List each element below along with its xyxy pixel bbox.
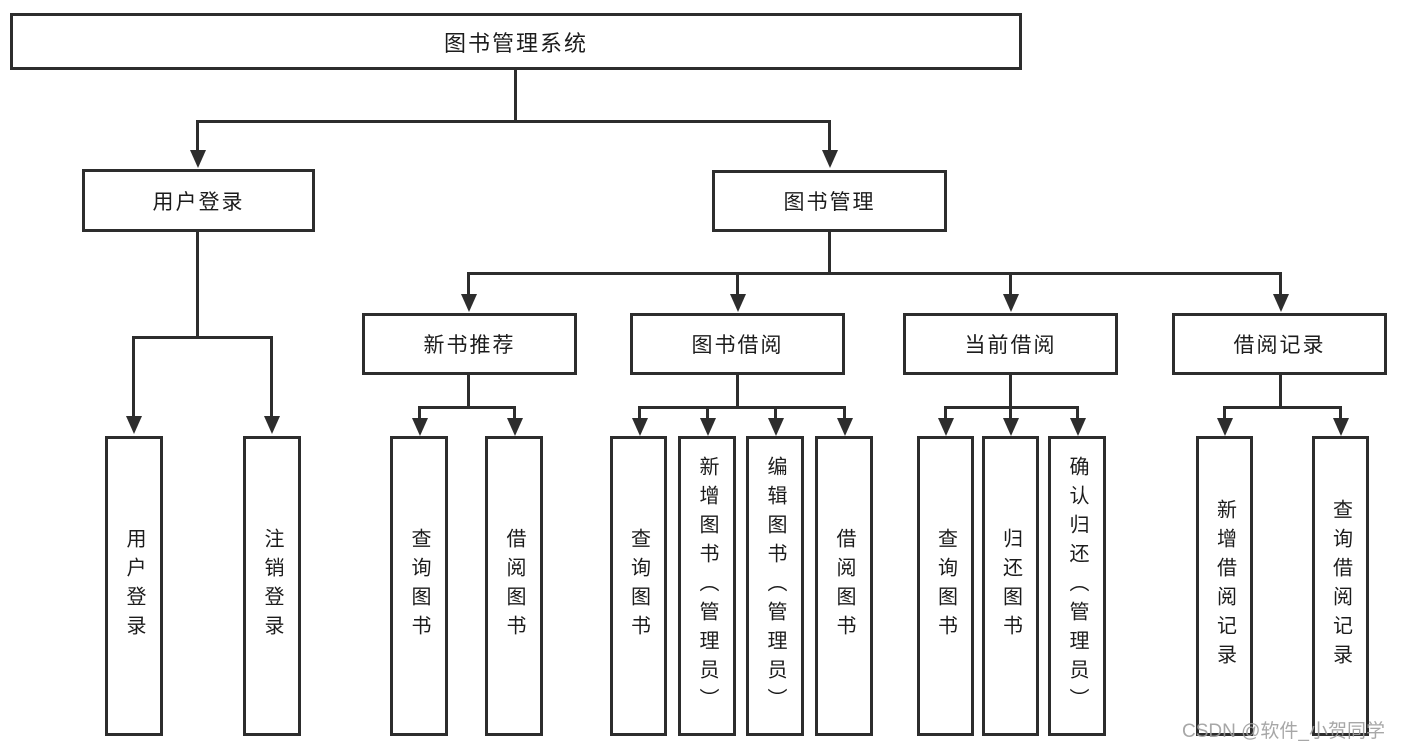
arrow-down-icon bbox=[632, 418, 648, 436]
connector-stem-leaf bbox=[774, 406, 777, 420]
node-user-login: 用户登录 bbox=[82, 169, 315, 232]
arrow-down-icon bbox=[126, 416, 142, 434]
leaf-borrow-books-recommend-label: 借阅图书 bbox=[503, 528, 525, 644]
connector-stem-book-management bbox=[828, 120, 831, 152]
connector-book-borrow-hbar bbox=[638, 406, 844, 409]
connector-stem-leaf bbox=[706, 406, 709, 420]
node-library-system: 图书管理系统 bbox=[10, 13, 1022, 70]
leaf-query-books-recommend: 查询图书 bbox=[390, 436, 448, 736]
leaf-return-books-label: 归还图书 bbox=[999, 528, 1022, 644]
connector-new-book-hbar bbox=[418, 406, 515, 409]
leaf-query-borrow-record: 查询借阅记录 bbox=[1312, 436, 1369, 736]
node-book-management-label: 图书管理 bbox=[783, 191, 876, 214]
leaf-confirm-return-admin: 确认归还（管理员） bbox=[1048, 436, 1106, 736]
leaf-query-borrow-record-label: 查询借阅记录 bbox=[1329, 499, 1352, 673]
connector-stem-borrow-record bbox=[1279, 272, 1282, 296]
connector-stem-leaf bbox=[1076, 406, 1079, 420]
arrow-down-icon bbox=[1003, 418, 1019, 436]
connector-stem-leaf bbox=[132, 336, 135, 416]
connector-book-management-hbar bbox=[467, 272, 1280, 275]
connector-stem-leaf bbox=[843, 406, 846, 420]
leaf-query-books-recommend-label: 查询图书 bbox=[408, 528, 430, 644]
connector-stem-leaf bbox=[944, 406, 947, 420]
arrow-down-icon bbox=[700, 418, 716, 436]
connector-stem-user-login bbox=[196, 120, 199, 152]
arrow-down-icon bbox=[837, 418, 853, 436]
node-book-borrow-label: 图书借阅 bbox=[691, 334, 784, 357]
connector-root-trunk bbox=[514, 70, 517, 120]
connector-borrow-record-hbar bbox=[1224, 406, 1341, 409]
connector-new-book-trunk bbox=[467, 375, 470, 406]
arrow-down-icon bbox=[264, 416, 280, 434]
leaf-add-books-admin: 新增图书（管理员） bbox=[678, 436, 736, 736]
node-borrow-record: 借阅记录 bbox=[1172, 313, 1387, 375]
connector-stem-leaf bbox=[1339, 406, 1342, 420]
leaf-query-books-current-label: 查询图书 bbox=[934, 528, 957, 644]
arrow-down-icon bbox=[507, 418, 523, 436]
leaf-return-books: 归还图书 bbox=[982, 436, 1039, 736]
connector-stem-leaf bbox=[1009, 406, 1012, 420]
arrow-down-icon bbox=[1217, 418, 1233, 436]
csdn-watermark: CSDN @软件_小贺同学 bbox=[1182, 721, 1385, 742]
node-book-borrow: 图书借阅 bbox=[630, 313, 845, 375]
connector-book-management-trunk bbox=[828, 232, 831, 272]
arrow-down-icon bbox=[730, 294, 746, 312]
leaf-confirm-return-admin-label: 确认归还（管理员） bbox=[1066, 455, 1088, 717]
arrow-down-icon bbox=[768, 418, 784, 436]
arrow-down-icon bbox=[822, 150, 838, 168]
arrow-down-icon bbox=[938, 418, 954, 436]
leaf-logout: 注销登录 bbox=[243, 436, 301, 736]
node-book-management: 图书管理 bbox=[712, 170, 947, 232]
node-current-borrow: 当前借阅 bbox=[903, 313, 1118, 375]
connector-stem-leaf bbox=[418, 406, 421, 420]
node-current-borrow-label: 当前借阅 bbox=[964, 334, 1057, 357]
leaf-edit-books-admin: 编辑图书（管理员） bbox=[746, 436, 804, 736]
node-library-system-label: 图书管理系统 bbox=[443, 30, 588, 56]
leaf-add-books-admin-label: 新增图书（管理员） bbox=[696, 455, 718, 717]
arrow-down-icon bbox=[190, 150, 206, 168]
node-new-book-recommend-label: 新书推荐 bbox=[423, 334, 516, 357]
arrow-down-icon bbox=[412, 418, 428, 436]
connector-stem-book-borrow bbox=[736, 272, 739, 296]
leaf-query-books-borrow: 查询图书 bbox=[610, 436, 667, 736]
node-new-book-recommend: 新书推荐 bbox=[362, 313, 577, 375]
connector-current-borrow-trunk bbox=[1009, 375, 1012, 406]
leaf-add-borrow-record-label: 新增借阅记录 bbox=[1213, 499, 1236, 673]
leaf-borrow-books-label: 借阅图书 bbox=[833, 528, 855, 644]
node-user-login-label: 用户登录 bbox=[152, 190, 245, 214]
arrow-down-icon bbox=[1273, 294, 1289, 312]
connector-user-login-hbar bbox=[132, 336, 272, 339]
leaf-logout-label: 注销登录 bbox=[261, 528, 283, 644]
connector-root-hbar bbox=[196, 120, 831, 123]
connector-stem-leaf bbox=[1223, 406, 1226, 420]
leaf-user-login: 用户登录 bbox=[105, 436, 163, 736]
leaf-query-books-borrow-label: 查询图书 bbox=[627, 528, 650, 644]
leaf-borrow-books-recommend: 借阅图书 bbox=[485, 436, 543, 736]
leaf-user-login-label: 用户登录 bbox=[123, 528, 145, 644]
leaf-add-borrow-record: 新增借阅记录 bbox=[1196, 436, 1253, 736]
leaf-edit-books-admin-label: 编辑图书（管理员） bbox=[764, 455, 786, 717]
arrow-down-icon bbox=[1333, 418, 1349, 436]
connector-borrow-record-trunk bbox=[1279, 375, 1282, 406]
connector-stem-new-book bbox=[467, 272, 470, 296]
connector-stem-leaf bbox=[513, 406, 516, 420]
connector-book-borrow-trunk bbox=[736, 375, 739, 406]
leaf-borrow-books: 借阅图书 bbox=[815, 436, 873, 736]
arrow-down-icon bbox=[461, 294, 477, 312]
arrow-down-icon bbox=[1003, 294, 1019, 312]
connector-stem-current-borrow bbox=[1009, 272, 1012, 296]
node-borrow-record-label: 借阅记录 bbox=[1233, 334, 1326, 357]
connector-stem-leaf bbox=[638, 406, 641, 420]
arrow-down-icon bbox=[1070, 418, 1086, 436]
leaf-query-books-current: 查询图书 bbox=[917, 436, 974, 736]
connector-user-login-trunk bbox=[196, 232, 199, 336]
connector-stem-leaf bbox=[270, 336, 273, 416]
